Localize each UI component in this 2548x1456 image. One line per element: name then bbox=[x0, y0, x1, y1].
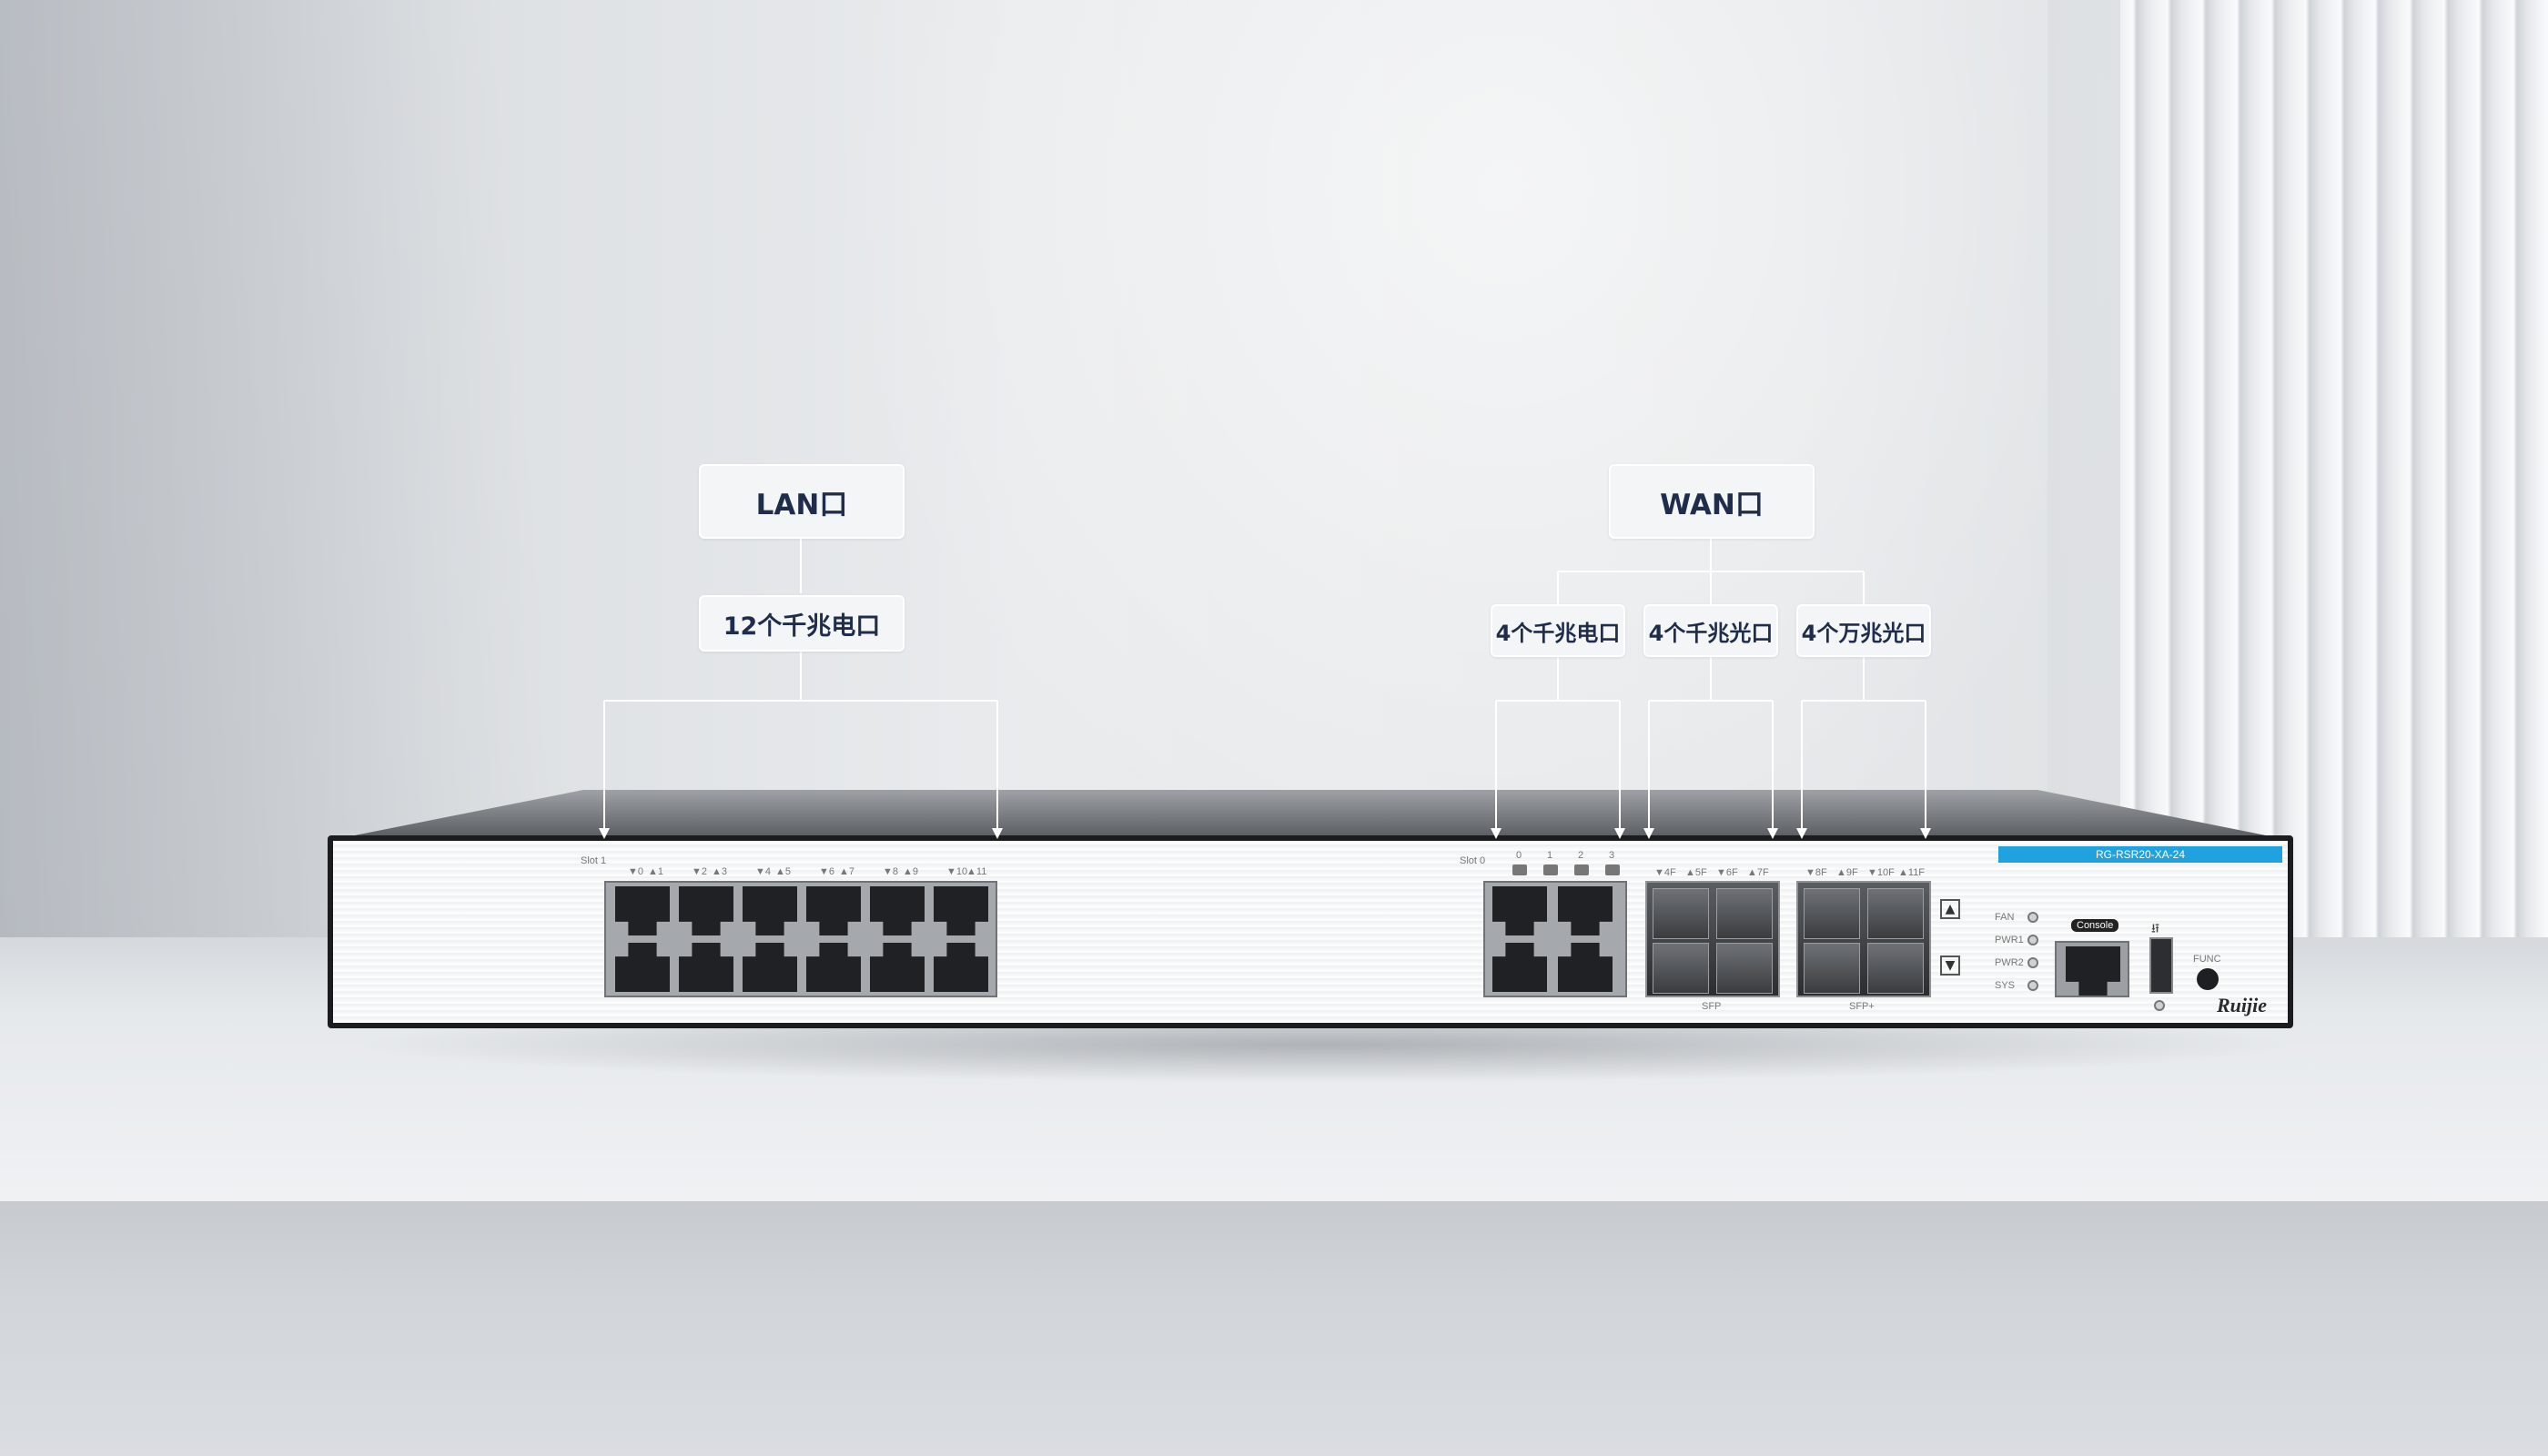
arrow-down-icon: ▼ bbox=[1940, 956, 1960, 976]
func-label: FUNC bbox=[2193, 954, 2221, 965]
wan-port-number: 0 bbox=[1516, 850, 1522, 861]
sfpplus-port-number: ▼8F bbox=[1805, 867, 1827, 878]
lan-port-number: ▲9 bbox=[903, 866, 919, 877]
wan-port-led bbox=[1605, 864, 1620, 875]
wan-port-led bbox=[1512, 864, 1527, 875]
slot0-label: Slot 0 bbox=[1460, 855, 1486, 866]
sfpplus-port-8F[interactable] bbox=[1804, 888, 1860, 939]
model-label: RG-RSR20-XA-24 bbox=[1998, 846, 2282, 863]
func-button[interactable] bbox=[2197, 968, 2219, 990]
sfpplus-port-number: ▲9F bbox=[1836, 867, 1858, 878]
lan-title-label: LAN口 bbox=[699, 464, 905, 539]
shelf-front bbox=[0, 1201, 2548, 1456]
lan-port-number: ▼8 bbox=[883, 866, 899, 877]
led-label-sys: SYS bbox=[1995, 980, 2016, 991]
lan-port-number: ▲11 bbox=[966, 866, 987, 877]
device-top bbox=[328, 790, 2293, 841]
wall-light bbox=[819, 0, 2184, 937]
lan-port-number: ▲5 bbox=[775, 866, 792, 877]
lan-port-block bbox=[604, 881, 997, 997]
lan-port-number: ▼2 bbox=[692, 866, 708, 877]
wan-port-number: 3 bbox=[1609, 850, 1615, 861]
slot1-label: Slot 1 bbox=[581, 855, 607, 866]
wan-port-number: 2 bbox=[1578, 850, 1584, 861]
sfp-port-6F[interactable] bbox=[1716, 888, 1773, 939]
wan-port-number: 1 bbox=[1547, 850, 1553, 861]
led-label-fan: FAN bbox=[1995, 912, 2015, 923]
lan-port-number: ▲3 bbox=[712, 866, 728, 877]
usb-led bbox=[2154, 1000, 2165, 1011]
sfpplus-port-11F[interactable] bbox=[1867, 943, 1924, 994]
led-label-pwr2: PWR2 bbox=[1995, 957, 2024, 968]
sfpplus-port-number: ▲11F bbox=[1898, 867, 1926, 878]
wan-title-label: WAN口 bbox=[1609, 464, 1815, 539]
brand-logo: Ruijie bbox=[2217, 994, 2268, 1016]
usb-port[interactable] bbox=[2149, 937, 2173, 994]
sfp-label: SFP bbox=[1702, 1001, 1722, 1012]
sfp-port-7F[interactable] bbox=[1716, 943, 1773, 994]
led-sys bbox=[2027, 980, 2038, 991]
sfp-port-4F[interactable] bbox=[1653, 888, 1709, 939]
sfpplus-label: SFP+ bbox=[1849, 1001, 1875, 1012]
wan-sfpplus-label: 4个万兆光口 bbox=[1796, 604, 1931, 657]
lan-sub-label: 12个千兆电口 bbox=[699, 595, 905, 652]
led-label-pwr1: PWR1 bbox=[1995, 935, 2024, 945]
led-fan bbox=[2027, 912, 2038, 923]
lan-port-number: ▼4 bbox=[755, 866, 772, 877]
device-shadow bbox=[346, 1019, 2302, 1083]
lan-port-number: ▼10 bbox=[946, 866, 968, 877]
sfp-port-number: ▼4F bbox=[1654, 867, 1676, 878]
wan-sfp-label: 4个千兆光口 bbox=[1643, 604, 1778, 657]
sfpplus-port-number: ▼10F bbox=[1867, 867, 1895, 878]
sfp-port-number: ▼6F bbox=[1716, 867, 1738, 878]
wan-port-led bbox=[1574, 864, 1589, 875]
lan-port-number: ▲1 bbox=[648, 866, 664, 877]
sfpplus-port-10F[interactable] bbox=[1867, 888, 1924, 939]
led-pwr1 bbox=[2027, 935, 2038, 945]
wan-copper-label: 4个千兆电口 bbox=[1491, 604, 1625, 657]
lan-port-number: ▲7 bbox=[839, 866, 855, 877]
sfpplus-port-9F[interactable] bbox=[1804, 943, 1860, 994]
usb-icon: ⭿ bbox=[2151, 921, 2160, 935]
console-label: Console bbox=[2071, 919, 2119, 932]
led-pwr2 bbox=[2027, 957, 2038, 968]
sfp-port-number: ▲5F bbox=[1685, 867, 1707, 878]
sfp-port-5F[interactable] bbox=[1653, 943, 1709, 994]
arrow-up-icon: ▲ bbox=[1940, 899, 1960, 919]
wan-port-led bbox=[1543, 864, 1558, 875]
lan-port-number: ▼6 bbox=[819, 866, 835, 877]
sfp-port-number: ▲7F bbox=[1747, 867, 1769, 878]
lan-port-number: ▼0 bbox=[628, 866, 644, 877]
